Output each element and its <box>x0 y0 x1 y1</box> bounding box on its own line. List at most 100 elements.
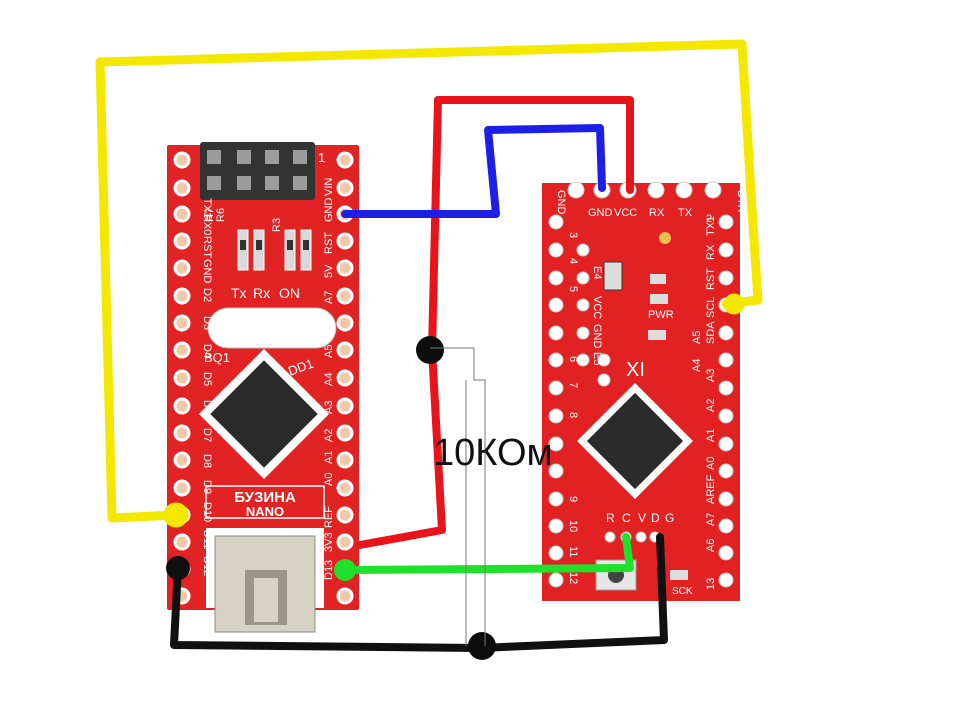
led-label-on: ON <box>279 285 300 301</box>
left-board-pins-left <box>173 151 191 605</box>
corner-label-gnd: GND <box>555 190 567 215</box>
pin-label: A7 <box>323 291 335 304</box>
pin-2-label: 2 <box>706 213 712 225</box>
right-pin-labels: VIN GND RST 5V A7 A6 A5 A4 A3 A2 A1 A0 R… <box>323 178 335 580</box>
crystal-oval <box>207 307 337 349</box>
led-label-tx: Tx <box>231 285 247 301</box>
pin-number: 12 <box>567 572 579 584</box>
corner-label-dtr: DTR <box>735 190 747 213</box>
pin-label: D5 <box>201 372 213 386</box>
top-label-gnd: GND <box>588 207 613 219</box>
crystal-component <box>603 261 623 291</box>
top-label-tx: TX <box>678 207 693 219</box>
left-board-nano: 1 R7 R6 R3 Tx Rx ON BQ1 DD1 БУЗИНА <box>167 142 359 633</box>
pin-label: 3V3 <box>323 532 335 552</box>
res-label-r7: R7 <box>204 208 216 222</box>
brand-label: БУЗИНА <box>234 489 296 506</box>
mount-hole <box>659 232 671 244</box>
bottom-label: D <box>651 511 660 525</box>
wire-yellow <box>95 39 763 528</box>
icsp-header: 1 <box>200 142 325 200</box>
bottom-labels: R C V D G SCK <box>606 511 693 597</box>
pin-label: A4 <box>323 373 335 386</box>
junction-black <box>468 632 496 660</box>
bottom-label: C <box>622 511 631 525</box>
pin-label: RST <box>201 236 213 258</box>
pin-label: D8 <box>201 454 213 468</box>
pin-number: 4 <box>567 258 579 264</box>
left-mcu-chip <box>198 348 330 480</box>
smd-part <box>650 274 666 284</box>
wire-green <box>334 533 634 581</box>
left-pin-labels: TX1 RX0 RST GND D2 D3 D4 D5 D6 D7 D8 D9 … <box>201 198 213 576</box>
pin-label: D12 <box>201 556 213 576</box>
right-board-pins-left <box>548 214 611 588</box>
left-col-label: GND <box>591 324 603 349</box>
right-mcu-chip <box>577 383 693 499</box>
right-col-pair: A5 <box>691 331 703 344</box>
header-number: 1 <box>318 150 325 165</box>
sck-label: SCK <box>672 586 693 597</box>
right-col-label: A0 <box>705 457 717 470</box>
top-label-rx: RX <box>649 207 665 219</box>
top-label-vcc: VCC <box>614 207 637 219</box>
right-col-label: A3 <box>705 369 717 382</box>
pin-label: A5 <box>323 345 335 358</box>
pin-label: D2 <box>201 288 213 302</box>
pin-number: 9 <box>567 496 579 502</box>
left-board-pins-right <box>336 151 354 605</box>
pin-number: 10 <box>567 520 579 532</box>
pwr-label: PWR <box>648 309 674 321</box>
right-col-label: AREF <box>705 474 717 504</box>
bottom-label: R <box>606 511 615 525</box>
pin-label: TX1 <box>201 198 213 218</box>
junction-red <box>416 336 444 364</box>
pin-number: 6 <box>567 356 579 362</box>
right-board-top-pins <box>567 181 722 199</box>
pin-number: 8 <box>567 412 579 418</box>
pin-label: RX0 <box>201 214 213 235</box>
left-col-label: E4 <box>591 266 603 279</box>
bottom-label: G <box>665 511 674 525</box>
wire-red <box>356 96 634 549</box>
pin-label: RST <box>323 232 335 254</box>
pin-label: A0 <box>323 473 335 486</box>
pin-number: 5 <box>567 286 579 292</box>
pin-label: D4 <box>201 344 213 358</box>
right-col-label: A7 <box>705 513 717 526</box>
pin-label: A1 <box>323 451 335 464</box>
right-col-label: A2 <box>705 399 717 412</box>
pin-label: A2 <box>323 429 335 442</box>
right-col-pair: A4 <box>691 359 703 372</box>
pin-number: 11 <box>567 546 579 557</box>
right-col-label: RX <box>705 244 717 260</box>
pin-13-label: 13 <box>705 578 717 590</box>
chip-label-xi: XI <box>626 359 645 381</box>
pin-label: REF <box>323 506 335 528</box>
res-label-r6: R6 <box>215 208 227 222</box>
right-col-label: TX1 <box>705 216 717 236</box>
pin-label: A6 <box>323 317 335 330</box>
right-col-label: SDA <box>705 321 717 344</box>
smd-components <box>237 229 312 271</box>
right-col-label: RST <box>705 268 717 290</box>
pin-label: D3 <box>201 316 213 330</box>
wire-blue <box>341 124 606 218</box>
resistor-label: 10КОм <box>433 432 553 474</box>
right-board-pro-mini: GND VCC RX TX GND DTR 2 3 <box>542 181 747 601</box>
res-label-r3: R3 <box>271 218 283 232</box>
pin-label: D11 <box>201 530 213 549</box>
smd-part <box>648 330 666 340</box>
pin-label: D10 <box>201 502 213 522</box>
right-col-label: SCL <box>705 297 717 318</box>
resistor-10k <box>430 347 486 646</box>
pin-label: 5V <box>323 264 335 278</box>
pin-label: A3 <box>323 401 335 414</box>
pin-label: D9 <box>201 480 213 494</box>
pin-number: 3 <box>567 232 579 238</box>
pin-label: D6 <box>201 400 213 414</box>
right-col-label: A6 <box>705 539 717 552</box>
pin-label: D13 <box>323 560 335 580</box>
led-label-rx: Rx <box>253 285 270 301</box>
